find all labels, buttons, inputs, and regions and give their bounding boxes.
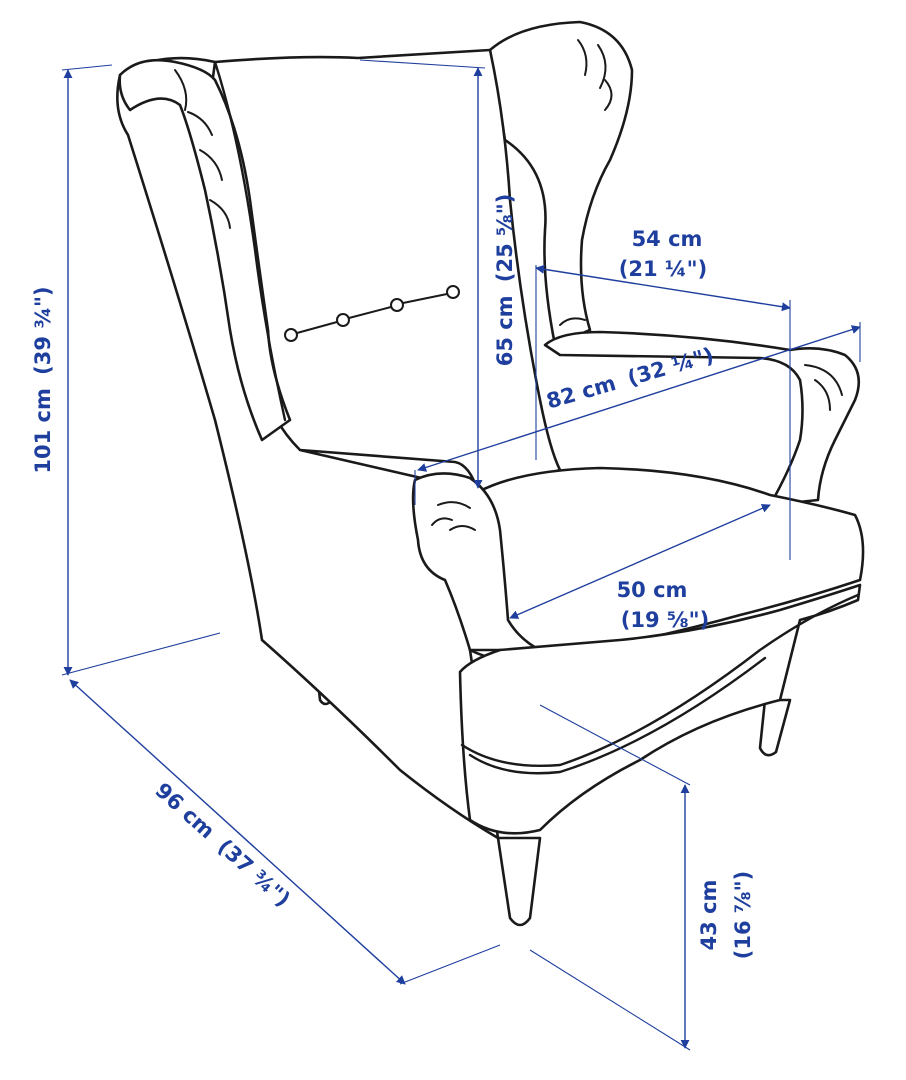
seat-height-imperial: (16 ⅞") (731, 871, 755, 959)
seat-width-imperial: (19 ⅝") (621, 608, 709, 632)
right-wing (488, 20, 634, 347)
back-height-metric: 65 cm (493, 295, 517, 366)
front-right-leg (758, 698, 792, 757)
seat-height-metric: 43 cm (697, 880, 721, 951)
total-height-label: 101 cm (39 ¾") (31, 286, 55, 473)
seat-depth-metric: 54 cm (632, 227, 703, 251)
seat-depth-dimension-line (535, 264, 791, 312)
total-height-extension-bottom (61, 632, 221, 676)
seat-height-extension-top (539, 704, 691, 786)
back-height-label: 65 cm (25 ⅝") (493, 194, 517, 367)
total-depth-extension-bottom (399, 944, 501, 985)
total-width-dimension-line (417, 325, 861, 472)
seat-height-extension-bottom (529, 949, 691, 1051)
seat-width-dimension-line (509, 504, 771, 619)
total-depth-dimension-line (69, 679, 406, 985)
total-height-imperial: (39 ¾") (31, 286, 55, 374)
total-height-metric: 101 cm (31, 388, 55, 473)
armchair-drawing (116, 20, 865, 927)
total-height-extension-top (61, 64, 113, 71)
front-left-leg (496, 836, 542, 927)
total-width-metric: 82 cm (544, 371, 619, 414)
total-depth-label: 96 cm (37 ¾") (151, 778, 295, 911)
seat-depth-imperial: (21 ¼") (619, 257, 707, 281)
seat-width-metric: 50 cm (617, 578, 688, 602)
back-height-imperial: (25 ⅝") (493, 194, 517, 282)
left-wing-roll (118, 58, 292, 442)
total-depth-metric: 96 cm (151, 778, 220, 843)
dimension-annotations: 101 cm (39 ¾") 65 cm (25 ⅝") 54 cm (21 ¼… (31, 59, 861, 1051)
back-height-extension-top (359, 59, 486, 69)
